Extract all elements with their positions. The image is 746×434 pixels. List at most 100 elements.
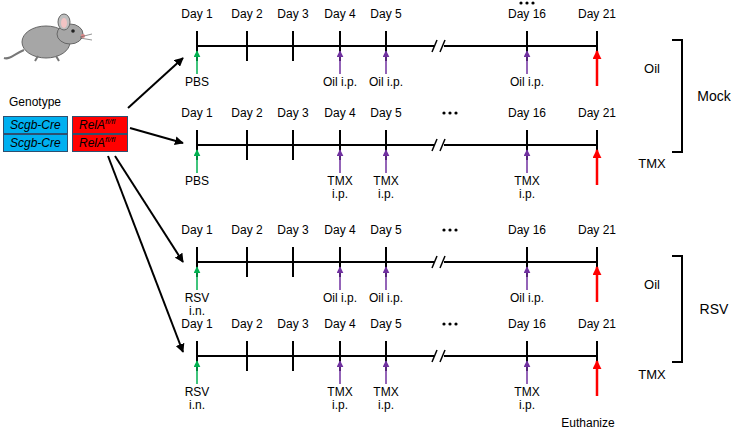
ellipsis-dot xyxy=(454,111,457,114)
treatment-label: Oil i.p. xyxy=(368,76,404,89)
treatment-label: TMX i.p. xyxy=(368,386,404,412)
genotype-box: Scgb-Cre xyxy=(3,134,68,152)
mouse-tail xyxy=(4,50,24,58)
text-label: Day 2 xyxy=(231,224,262,237)
treatment-arrow xyxy=(196,267,198,290)
ellipsis-dot xyxy=(442,111,445,114)
text-label: Day 2 xyxy=(231,8,262,21)
treatment-label: TMX i.p. xyxy=(322,175,358,201)
text-label: Day 21 xyxy=(578,224,616,237)
text-label: Day 1 xyxy=(181,224,212,237)
text-label: TMX xyxy=(638,157,665,170)
axis-break-mark xyxy=(440,256,445,268)
text-label: Oil xyxy=(644,278,660,291)
axis-break-mark xyxy=(432,350,437,362)
axis-break-mark xyxy=(440,350,445,362)
day-tick xyxy=(292,31,294,61)
text-label: Day 1 xyxy=(181,107,212,120)
text-label: Euthanize xyxy=(561,417,614,430)
treatment-label: TMX i.p. xyxy=(322,386,358,412)
text-label: TMX xyxy=(638,368,665,381)
text-label: Day 2 xyxy=(231,318,262,331)
mouse-illustration xyxy=(4,14,92,61)
ellipsis-dot xyxy=(448,228,451,231)
ellipsis-dot xyxy=(442,322,445,325)
treatment-label: TMX i.p. xyxy=(509,386,545,412)
ellipsis-dot xyxy=(531,1,534,4)
text-label: Day 21 xyxy=(578,107,616,120)
text-label: Day 4 xyxy=(324,318,355,331)
ellipsis-dot xyxy=(454,322,457,325)
day-tick xyxy=(246,130,248,160)
treatment-arrow xyxy=(339,150,341,173)
text-label: Day 3 xyxy=(277,8,308,21)
treatment-arrow xyxy=(196,51,198,74)
mouse-ear xyxy=(58,14,70,30)
treatment-arrow xyxy=(339,361,341,384)
axis-break-mark xyxy=(440,139,445,151)
day-tick xyxy=(292,341,294,371)
treatment-arrow xyxy=(339,267,341,290)
ellipsis-dot xyxy=(454,228,457,231)
text-label: Day 3 xyxy=(277,224,308,237)
text-label: Day 4 xyxy=(324,107,355,120)
timeline-axis xyxy=(197,45,597,47)
text-label: Day 3 xyxy=(277,318,308,331)
text-label: Day 1 xyxy=(181,8,212,21)
mouse-inner-ear xyxy=(61,18,67,28)
genotype-text: Scgb-Cre xyxy=(10,136,61,150)
text-label: Day 5 xyxy=(370,8,401,21)
treatment-label: PBS xyxy=(179,175,215,188)
treatment-label: PBS xyxy=(179,76,215,89)
group-bracket xyxy=(672,256,682,362)
group-arrow xyxy=(128,58,183,108)
genotype-text: fl/fl xyxy=(105,135,115,144)
treatment-arrow xyxy=(196,150,198,173)
treatment-label: Oil i.p. xyxy=(509,76,545,89)
text-label: Day 5 xyxy=(370,224,401,237)
axis-break-mark xyxy=(432,139,437,151)
treatment-arrow xyxy=(339,51,341,74)
treatment-arrow xyxy=(385,150,387,173)
treatment-label: Oil i.p. xyxy=(509,292,545,305)
treatment-label: Oil i.p. xyxy=(368,292,404,305)
treatment-arrow xyxy=(385,267,387,290)
axis-break-mark xyxy=(432,256,437,268)
text-label: Day 5 xyxy=(370,318,401,331)
text-label: Day 4 xyxy=(324,224,355,237)
text-label: Oil xyxy=(644,62,660,75)
text-label: Mock xyxy=(697,90,730,103)
euthanize-arrow xyxy=(596,51,599,86)
axis-break-mark xyxy=(440,40,445,52)
text-label: Day 21 xyxy=(578,8,616,21)
treatment-label: RSV i.n. xyxy=(179,386,215,412)
timeline-axis xyxy=(197,261,597,263)
text-label: Day 16 xyxy=(508,318,546,331)
axis-break-mark xyxy=(432,40,437,52)
text-label: Day 4 xyxy=(324,8,355,21)
euthanize-arrow xyxy=(596,267,599,302)
ellipsis-dot xyxy=(448,322,451,325)
genotype-box: RelAfl/fl xyxy=(72,116,128,134)
text-label: Day 16 xyxy=(508,107,546,120)
day-tick xyxy=(246,341,248,371)
group-arrow xyxy=(108,156,183,352)
genotype-box: RelAfl/fl xyxy=(72,134,128,152)
treatment-arrow xyxy=(385,51,387,74)
treatment-arrow xyxy=(196,361,198,384)
timeline-axis xyxy=(197,355,597,357)
treatment-arrow xyxy=(526,267,528,290)
group-arrow xyxy=(130,128,183,143)
treatment-label: RSV i.n. xyxy=(179,292,215,318)
ellipsis-dot xyxy=(525,1,528,4)
treatment-arrow xyxy=(385,361,387,384)
treatment-arrow xyxy=(526,51,528,74)
text-label: Day 2 xyxy=(231,107,262,120)
group-bracket xyxy=(672,40,682,152)
genotype-text: Scgb-Cre xyxy=(10,118,61,132)
mouse-eye xyxy=(71,29,75,33)
text-label: Day 1 xyxy=(181,318,212,331)
treatment-label: Oil i.p. xyxy=(322,76,358,89)
euthanize-arrow xyxy=(596,361,599,396)
